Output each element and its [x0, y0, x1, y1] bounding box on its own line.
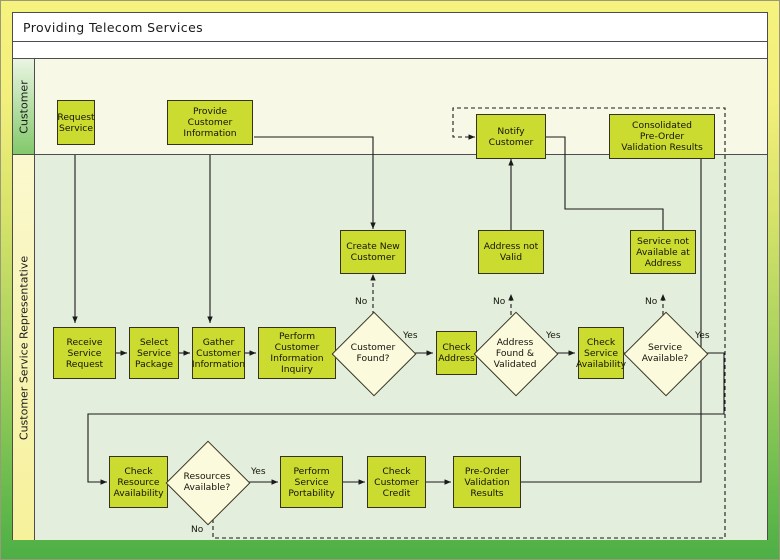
swimlane-customer-label: Customer	[17, 79, 30, 134]
page-title: Providing Telecom Services	[23, 20, 204, 35]
edge-label-resources-available-no: No	[191, 525, 204, 535]
edge-label-address-found-no: No	[493, 297, 506, 307]
swimlane-customer-header: Customer	[13, 59, 35, 154]
edge-label-service-available-yes: Yes	[695, 331, 710, 341]
edge-label-customer-found-no: No	[355, 297, 368, 307]
edge-label-address-found-yes: Yes	[546, 331, 561, 341]
swimlane-container: Customer Customer Service Representative	[13, 59, 767, 540]
edge-label-service-available-no: No	[645, 297, 658, 307]
edge-label-customer-found-yes: Yes	[403, 331, 418, 341]
swimlane-csr-label: Customer Service Representative	[17, 255, 30, 440]
phase-header-row	[13, 42, 767, 59]
edge-label-resources-available-yes: Yes	[251, 467, 266, 477]
diagram-title-bar: Providing Telecom Services	[13, 13, 767, 42]
diagram-panel: Providing Telecom Services Customer Cust…	[12, 12, 768, 540]
swimlane-csr-header: Customer Service Representative	[13, 155, 35, 540]
